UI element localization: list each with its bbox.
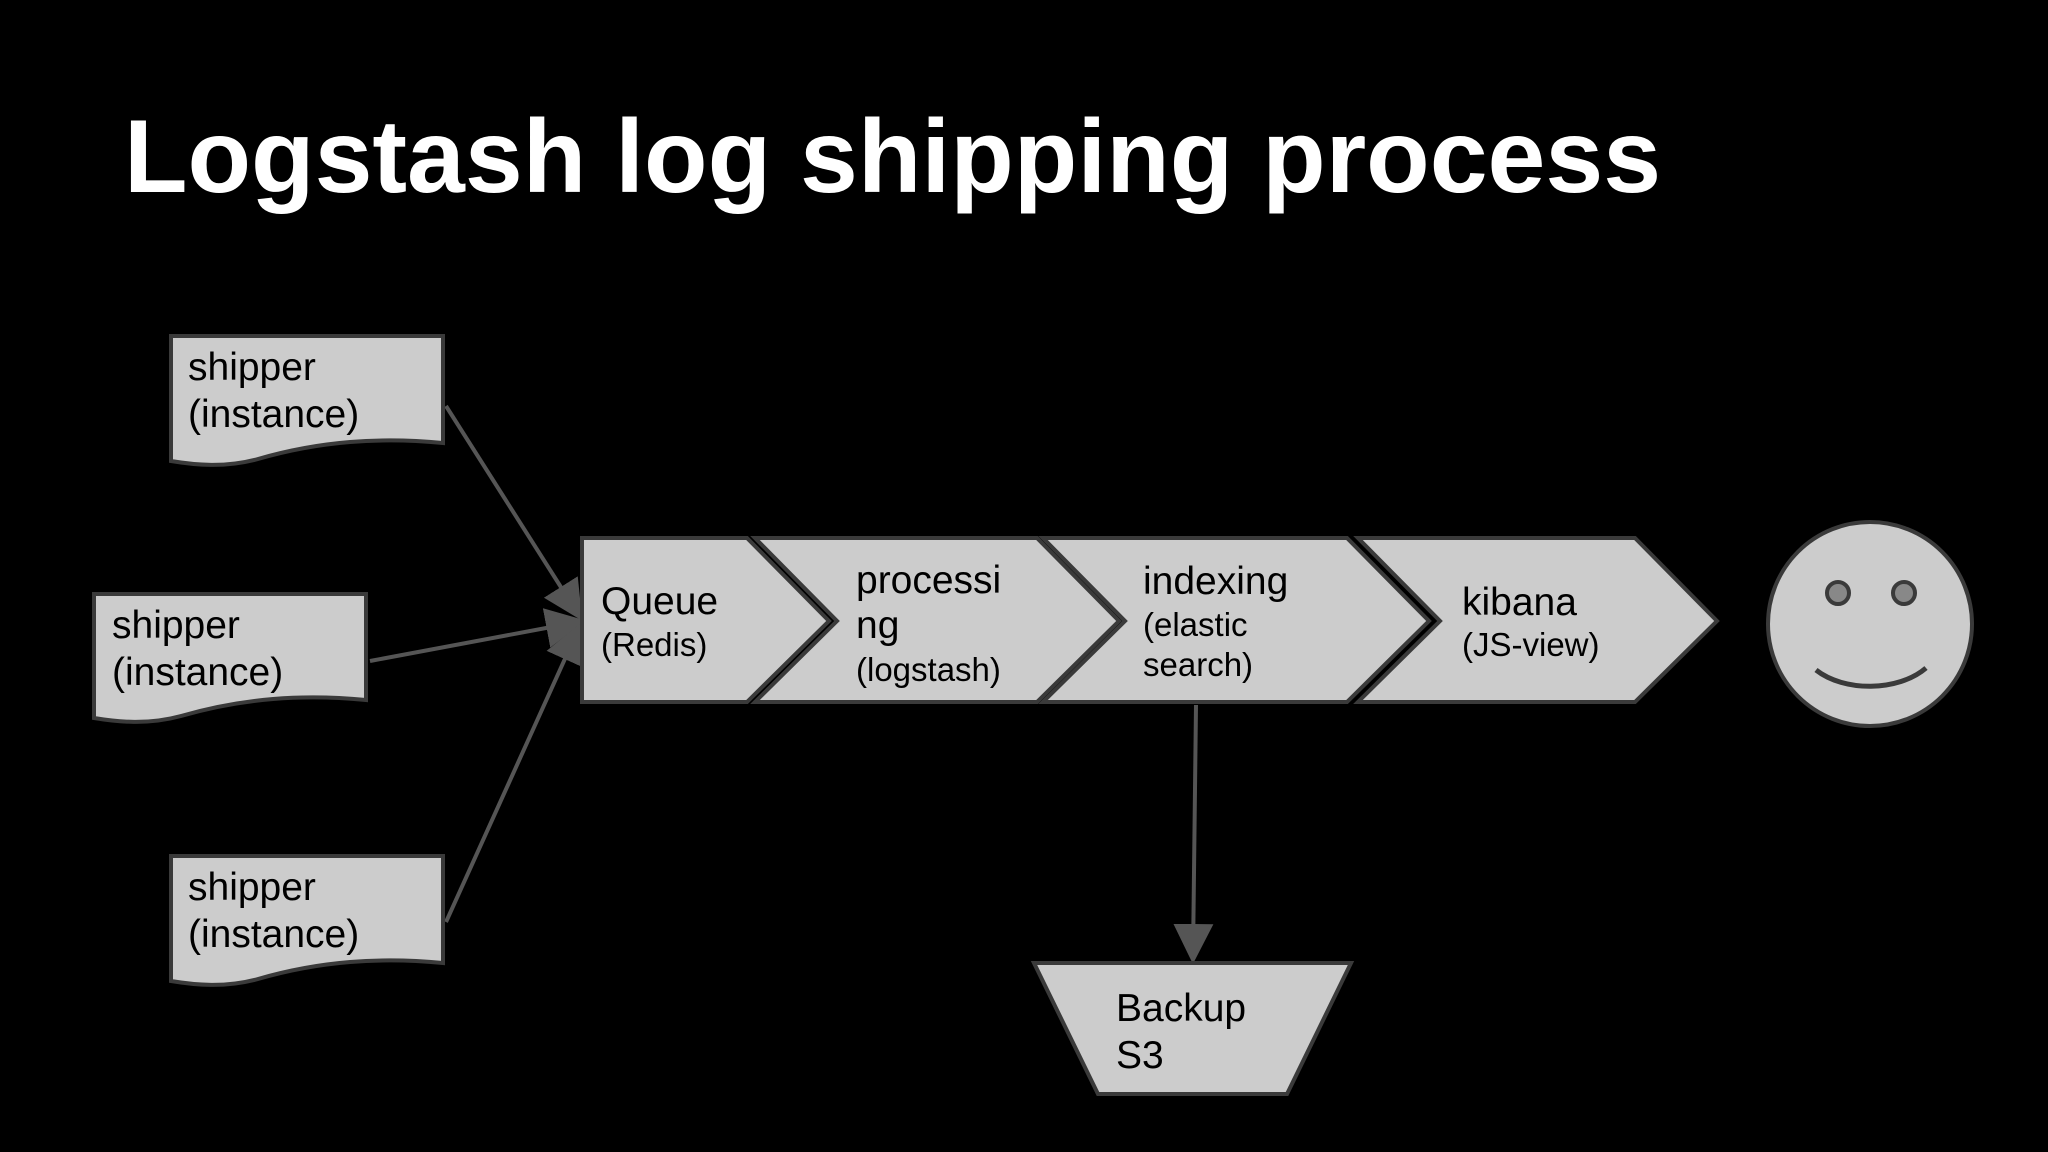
arrow-shipper1-to-queue	[444, 404, 583, 621]
backup-sublabel: S3	[1116, 1034, 1164, 1077]
shipper-node: shipper (instance)	[169, 854, 445, 987]
processing-label: ng	[856, 604, 899, 647]
backup-label: Backup	[1116, 987, 1246, 1030]
shipper-label: shipper	[188, 346, 316, 389]
processing-sublabel: (logstash)	[856, 651, 1001, 688]
shipper-sublabel: (instance)	[188, 913, 359, 956]
queue-stage: Queue (Redis)	[580, 536, 832, 704]
processing-stage: processi ng (logstash)	[750, 536, 1122, 704]
eye-left-icon	[1825, 580, 1851, 606]
arrow-shipper3-to-queue	[444, 622, 584, 923]
kibana-sublabel: (JS-view)	[1462, 626, 1600, 663]
processing-label: processi	[856, 559, 1001, 602]
slide-title: Logstash log shipping process	[124, 99, 1662, 215]
kibana-label: kibana	[1462, 581, 1577, 624]
queue-label: Queue	[601, 580, 718, 623]
arrow-shipper2-to-queue	[369, 608, 586, 663]
indexing-sublabel: (elastic	[1143, 606, 1248, 643]
indexing-stage: indexing (elastic search)	[1038, 536, 1432, 704]
backup-node: Backup S3	[1030, 961, 1355, 1096]
indexing-label: indexing	[1143, 560, 1288, 603]
arrow-indexing-to-backup	[1173, 704, 1214, 964]
kibana-stage: kibana (JS-view)	[1353, 536, 1720, 704]
shipper-node: shipper (instance)	[169, 334, 445, 467]
indexing-sublabel: search)	[1143, 646, 1253, 683]
shipper-sublabel: (instance)	[188, 393, 359, 436]
smiley-face-icon	[1766, 520, 1974, 728]
smile-mouth-icon	[1814, 666, 1928, 689]
eye-right-icon	[1891, 580, 1917, 606]
queue-sublabel: (Redis)	[601, 626, 707, 663]
shipper-sublabel: (instance)	[112, 651, 283, 694]
shipper-label: shipper	[112, 604, 240, 647]
shipper-label: shipper	[188, 866, 316, 909]
shipper-node: shipper (instance)	[92, 592, 368, 724]
